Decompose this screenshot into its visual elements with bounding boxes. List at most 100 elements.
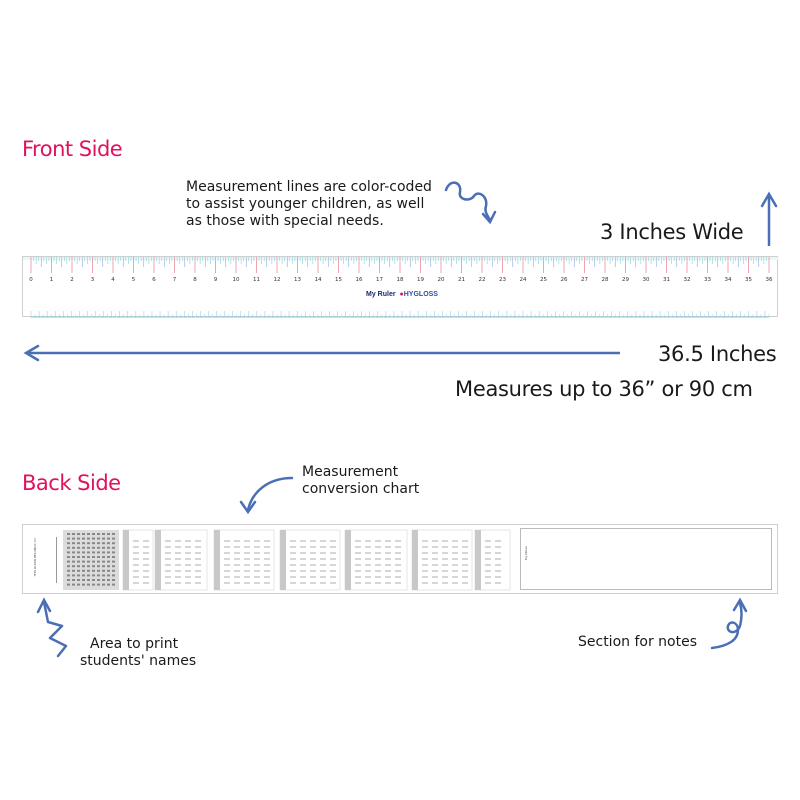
grid-cell	[112, 546, 115, 549]
inch-number: 10	[233, 277, 240, 283]
grid-cell	[92, 569, 95, 572]
conversion-chart	[63, 529, 511, 591]
inch-number: 11	[253, 277, 260, 283]
grid-cell	[102, 569, 105, 572]
inch-number: 15	[335, 277, 342, 283]
grid-cell	[82, 556, 85, 558]
inch-number: 25	[540, 277, 547, 283]
grid-cell	[77, 574, 80, 577]
conversion-note-line-2: conversion chart	[302, 481, 420, 497]
grid-cell	[97, 565, 100, 568]
grid-cell	[82, 546, 85, 549]
inch-number: 32	[684, 277, 691, 283]
grid-cell	[112, 574, 115, 577]
grid-cell	[67, 579, 70, 581]
width-label: 3 Inches Wide	[600, 220, 744, 244]
curly-arrow-icon	[710, 601, 743, 650]
grid-cell	[97, 579, 100, 581]
color-note-line-3: as those with special needs.	[186, 213, 384, 229]
color-note-line-1: Measurement lines are color-coded	[186, 179, 432, 195]
grid-cell	[77, 533, 80, 535]
grid-cell	[97, 583, 100, 586]
back-ruler: THIS RULER BELONGS TO: My Notes	[22, 524, 778, 594]
grid-cell	[97, 533, 100, 535]
grid-cell	[112, 542, 115, 545]
grid-cell	[77, 546, 80, 549]
grid-cell	[82, 574, 85, 577]
grid-cell	[87, 546, 90, 549]
inch-number: 26	[561, 277, 568, 283]
color-coded-note: Measurement lines are color-coded to ass…	[186, 179, 432, 230]
grid-cell	[92, 533, 95, 535]
inch-number: 8	[193, 277, 197, 283]
name-line	[56, 537, 57, 583]
grid-cell	[92, 565, 95, 568]
inch-number: 18	[397, 277, 404, 283]
inch-number: 17	[376, 277, 383, 283]
grid-cell	[72, 533, 75, 535]
grid-cell	[87, 533, 90, 535]
grid-cell	[107, 565, 110, 568]
inch-number: 14	[315, 277, 322, 283]
conversion-block-header	[280, 530, 286, 590]
grid-cell	[97, 574, 100, 577]
conversion-block-header	[412, 530, 418, 590]
grid-cell	[77, 583, 80, 586]
brand-name: My Ruler	[366, 291, 396, 298]
grid-cell	[97, 556, 100, 558]
grid-cell	[77, 556, 80, 558]
grid-cell	[77, 537, 80, 540]
inch-number: 34	[725, 277, 732, 283]
inch-number: 2	[70, 277, 74, 283]
grid-cell	[107, 583, 110, 586]
grid-cell	[72, 546, 75, 549]
grid-cell	[87, 537, 90, 540]
grid-cell	[87, 579, 90, 581]
conversion-block	[344, 529, 408, 591]
grid-cell	[112, 556, 115, 558]
grid-cell	[67, 542, 70, 545]
grid-cell	[102, 556, 105, 558]
notes-section-note: Section for notes	[578, 634, 697, 650]
grid-cell	[112, 551, 115, 554]
inch-number: 13	[294, 277, 301, 283]
grid-cell	[97, 542, 100, 545]
grid-cell	[67, 556, 70, 558]
conversion-block	[154, 529, 208, 591]
grid-cell	[77, 579, 80, 581]
grid-cell	[92, 579, 95, 581]
grid-cell	[82, 560, 85, 563]
grid-cell	[102, 565, 105, 568]
conversion-block	[122, 529, 154, 591]
inch-number: 24	[520, 277, 527, 283]
grid-cell	[67, 565, 70, 568]
zigzag-arrow-icon	[42, 600, 68, 658]
conversion-block-header	[475, 530, 481, 590]
inch-number: 30	[643, 277, 650, 283]
grid-cell	[107, 551, 110, 554]
grid-cell	[87, 542, 90, 545]
multiplication-grid	[63, 530, 119, 590]
grid-cell	[112, 583, 115, 586]
logo-text: HYGLOSS	[403, 291, 438, 298]
inch-number: 20	[438, 277, 445, 283]
squiggle-arrowhead-icon	[481, 210, 497, 225]
inch-number: 27	[581, 277, 588, 283]
grid-cell	[72, 537, 75, 540]
grid-cell	[92, 583, 95, 586]
grid-cell	[67, 574, 70, 577]
measures-label: Measures up to 36” or 90 cm	[455, 377, 753, 401]
grid-cell	[72, 574, 75, 577]
grid-cell	[77, 551, 80, 554]
grid-cell	[92, 556, 95, 558]
front-side-title: Front Side	[22, 137, 123, 161]
conversion-block	[213, 529, 275, 591]
color-note-line-2: to assist younger children, as well	[186, 196, 425, 212]
length-label: 36.5 Inches	[658, 342, 777, 366]
grid-cell	[87, 565, 90, 568]
names-note-line-2: students' names	[80, 653, 197, 669]
grid-cell	[107, 533, 110, 535]
grid-cell	[107, 569, 110, 572]
grid-cell	[82, 542, 85, 545]
